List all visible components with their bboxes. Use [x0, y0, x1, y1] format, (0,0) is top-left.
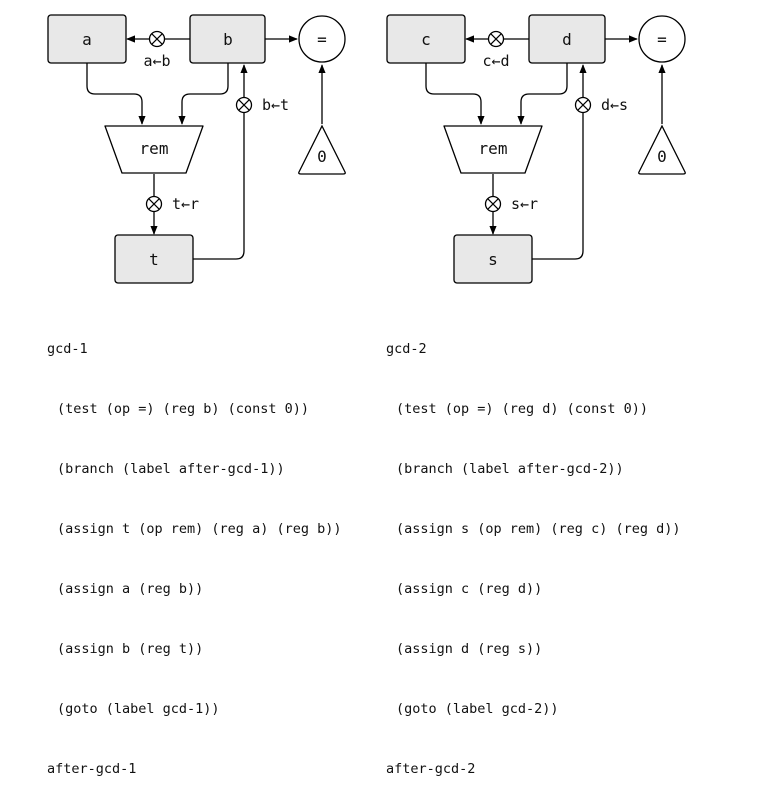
assign-d-label: d←s — [601, 96, 628, 114]
button-icon-assign-d — [574, 96, 592, 114]
constant-label: 0 — [317, 147, 327, 166]
code-line: (assign a (reg b)) — [57, 581, 204, 597]
rem-label: rem — [479, 139, 508, 158]
register-s-label: s — [488, 250, 498, 269]
rem-label: rem — [140, 139, 169, 158]
button-icon-assign-s — [484, 195, 502, 213]
code-label-line: gcd-1 — [47, 341, 88, 357]
rem-operation: rem — [104, 125, 204, 174]
register-t-label: t — [149, 250, 159, 269]
register-s: s — [453, 234, 533, 284]
register-b: b — [189, 14, 266, 64]
code-line: (branch (label after-gcd-2)) — [396, 461, 624, 477]
code-line: (test (op =) (reg b) (const 0)) — [57, 401, 309, 417]
code-line: (assign t (op rem) (reg a) (reg b)) — [57, 521, 342, 537]
wire-b-to-rem — [178, 63, 229, 125]
assign-t-label: t←r — [172, 195, 199, 213]
assign-s-label: s←r — [511, 195, 538, 213]
register-c: c — [386, 14, 466, 64]
constant-label: 0 — [657, 147, 667, 166]
wire-d-to-rem — [517, 63, 568, 125]
wire-s-to-gate — [532, 113, 584, 260]
wire-t-to-gate — [193, 113, 245, 260]
register-c-label: c — [421, 30, 431, 49]
assign-a-label: a←b — [143, 52, 170, 70]
button-icon-assign-b — [235, 96, 253, 114]
register-d-label: d — [562, 30, 572, 49]
code-label-line: after-gcd-1 — [47, 761, 137, 777]
code-line: (branch (label after-gcd-1)) — [57, 461, 285, 477]
register-a: a — [47, 14, 127, 64]
button-icon-assign-c — [487, 30, 505, 48]
constant-zero-triangle: 0 — [298, 124, 346, 175]
assign-b-label: b←t — [262, 96, 289, 114]
left-datapath: a b t = 0 rem a←b — [47, 14, 346, 284]
code-line: (test (op =) (reg d) (const 0)) — [396, 401, 648, 417]
assign-c-label: c←d — [482, 52, 509, 70]
register-t: t — [114, 234, 194, 284]
code-listing-gcd-1: gcd-1 (test (op =) (reg b) (const 0)) (b… — [47, 299, 341, 799]
code-listing-gcd-2: gcd-2 (test (op =) (reg d) (const 0)) (b… — [386, 299, 680, 799]
test-equal-circle: = — [638, 15, 686, 63]
right-wires — [425, 35, 666, 260]
rem-operation: rem — [443, 125, 543, 174]
register-d: d — [528, 14, 606, 64]
test-op-label: = — [657, 30, 667, 49]
code-label-line: gcd-2 — [386, 341, 427, 357]
button-icon-assign-a — [148, 30, 166, 48]
code-line: (assign d (reg s)) — [396, 641, 543, 657]
left-wires — [86, 35, 326, 260]
datapath-diagrams: a b t = 0 rem a←b — [47, 14, 686, 284]
register-a-label: a — [82, 30, 92, 49]
code-label-line: after-gcd-2 — [386, 761, 476, 777]
test-equal-circle: = — [298, 15, 346, 63]
wire-c-to-rem — [425, 63, 485, 125]
code-line: (goto (label gcd-1)) — [57, 701, 220, 717]
constant-zero-triangle: 0 — [638, 124, 686, 175]
right-datapath: c d s = 0 rem c←d d←s — [386, 14, 686, 284]
button-icon-assign-t — [145, 195, 163, 213]
wire-a-to-rem — [86, 63, 146, 125]
test-op-label: = — [317, 30, 327, 49]
code-line: (goto (label gcd-2)) — [396, 701, 559, 717]
code-line: (assign s (op rem) (reg c) (reg d)) — [396, 521, 681, 537]
code-line: (assign c (reg d)) — [396, 581, 543, 597]
code-line: (assign b (reg t)) — [57, 641, 204, 657]
register-b-label: b — [223, 30, 233, 49]
